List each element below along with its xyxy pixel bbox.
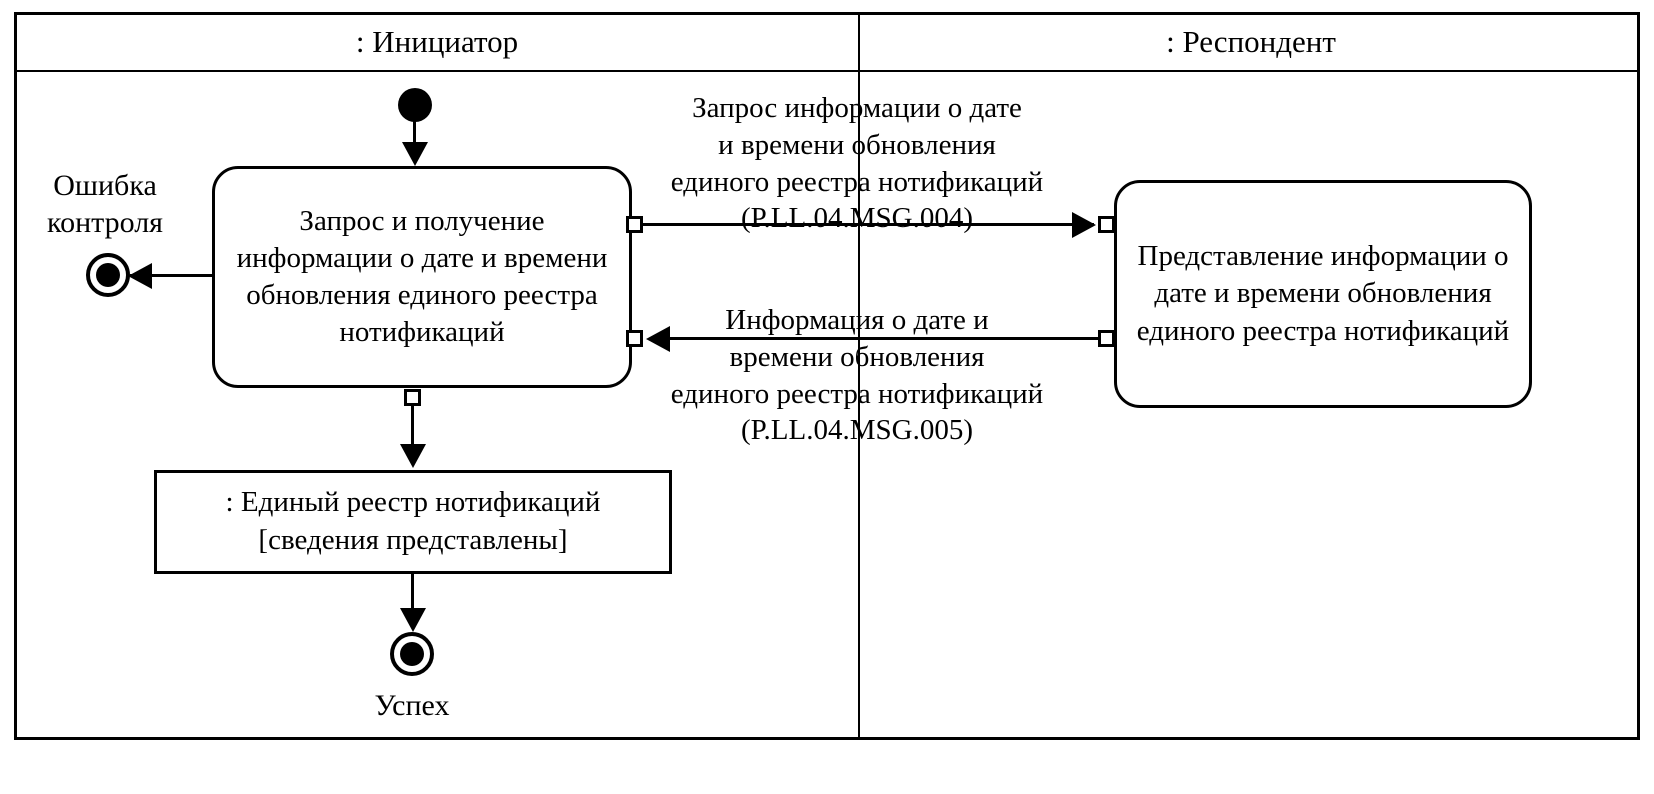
final-node-success-label: Успех [374,689,450,722]
object-node-label-line2: [сведения представлены] [258,524,568,556]
final-node-error [86,253,130,297]
pin-left-activity-bottom [404,389,421,406]
flow-initial-to-activity [413,120,416,162]
swimlane-header-rule [14,70,1640,72]
activity-node-left-label: Запрос и получение информации о дате и в… [236,204,608,349]
object-node-label-line1: : Единый реестр нотификаций [225,486,601,519]
arrowhead-down-icon-3 [400,608,426,632]
pin-left-activity-out [626,216,643,233]
swimlane-title-respondent: : Респондент [1166,24,1336,59]
activity-node-left[interactable]: Запрос и получение информации о дате и в… [212,166,632,388]
pin-right-activity-in [1098,216,1115,233]
initial-node [398,88,432,122]
activity-node-right-label: Представление информации о дате и времен… [1136,240,1510,347]
flow-object-to-success-final [411,574,414,626]
pin-left-activity-in [626,330,643,347]
arrowhead-down-icon [402,142,428,166]
flow-activity-to-error-final [130,274,214,277]
arrowhead-left-icon [128,263,152,289]
arrowhead-left-icon-2 [646,326,670,352]
arrowhead-down-icon-2 [400,444,426,468]
message-label-005: Информация о дате и времени обновления е… [670,304,1044,447]
arrowhead-right-icon [1072,212,1096,238]
flow-message-004 [642,223,1094,226]
final-node-success [390,632,434,676]
flow-message-005 [668,337,1098,340]
swimlane-divider [858,12,860,740]
activity-node-right[interactable]: Представление информации о дате и времен… [1114,180,1532,408]
final-node-error-label: Ошибка контроля [47,169,163,239]
object-node[interactable]: : Единый реестр нотификаций [сведения пр… [154,470,672,574]
swimlane-title-initiator: : Инициатор [355,24,519,59]
message-label-004: Запрос информации о дате и времени обнов… [670,92,1044,235]
diagram-frame [14,12,1640,740]
flow-activity-to-object [411,406,414,460]
pin-right-activity-out [1098,330,1115,347]
